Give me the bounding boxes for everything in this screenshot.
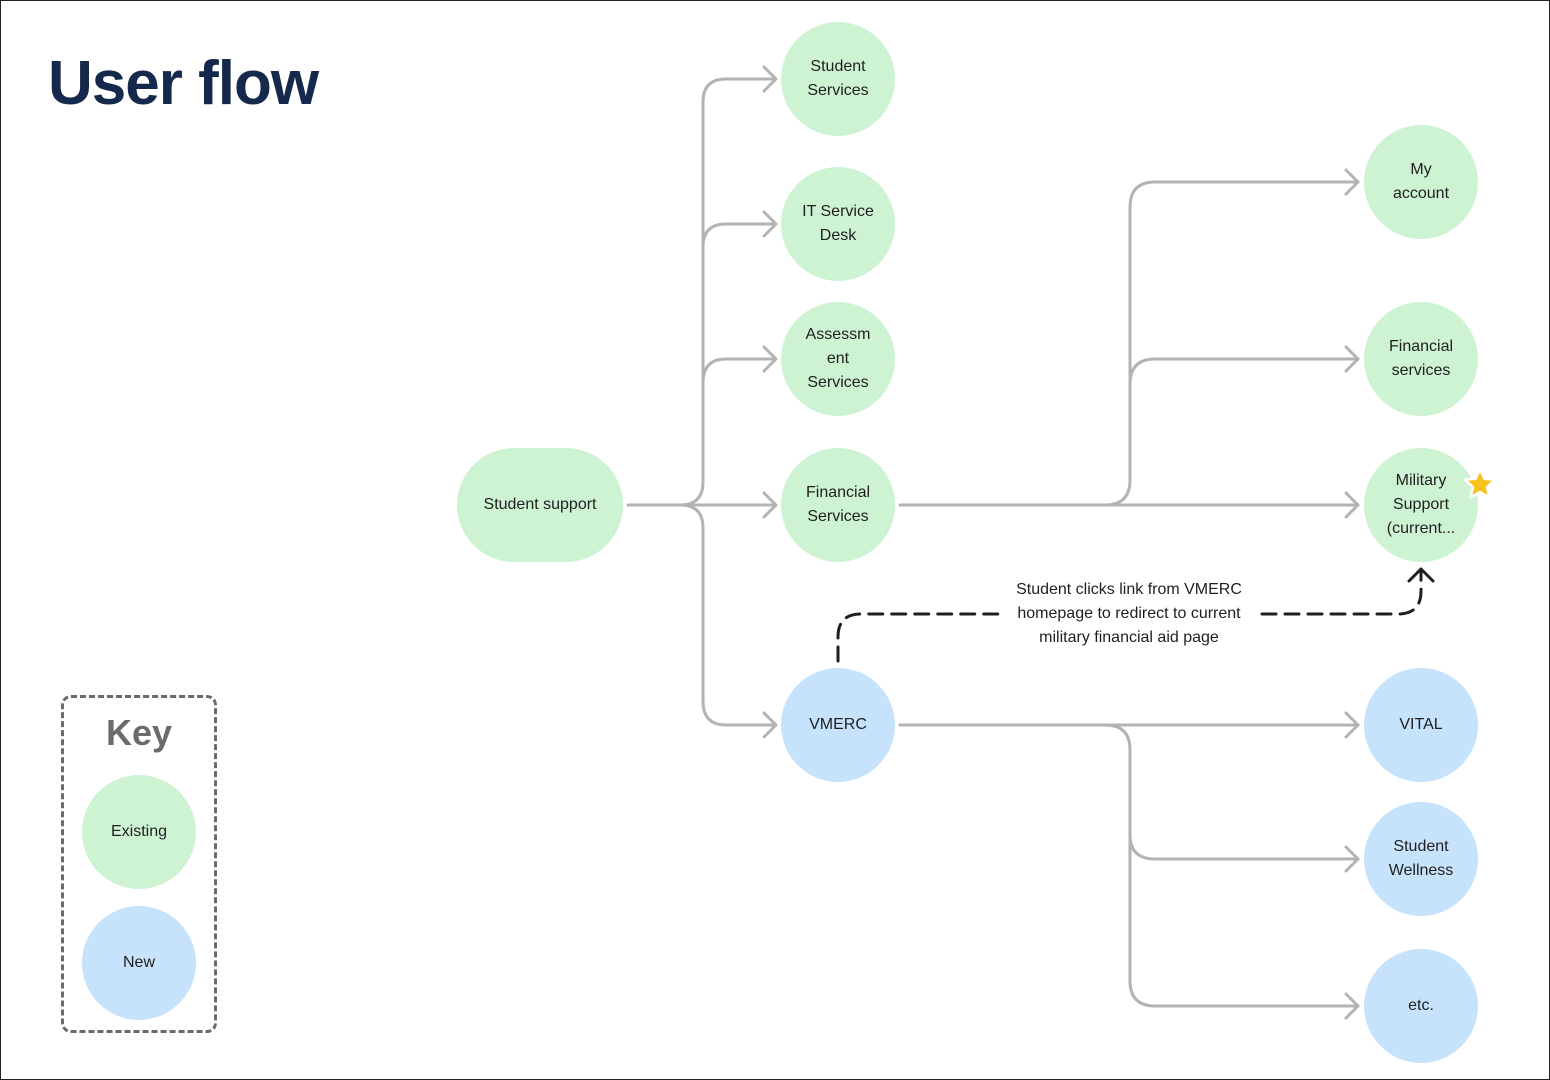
arrowhead [1344,491,1360,519]
connector-to-financial-services-2 [1128,357,1360,386]
connector-to-etc [1103,723,1360,1008]
arrowhead [1344,168,1360,196]
connector-to-my-account [1103,180,1360,507]
page-title: User flow [48,49,319,118]
arrowhead [762,345,778,373]
star-icon [1463,467,1497,499]
node-student-services[interactable]: Student Services [781,22,895,136]
node-label: VMERC [809,716,867,733]
legend-title: Key [105,712,173,753]
connector-to-assessment-services [701,357,776,385]
node-label: Student Wellness [1388,838,1454,879]
arrowhead [762,491,778,519]
arrowhead [1344,345,1360,373]
legend-new: New [82,906,196,1020]
node-student-wellness[interactable]: Student Wellness [1364,802,1478,916]
connector-to-student-wellness [1128,833,1360,861]
node-label: Student Services [807,58,869,99]
node-label: Financial services [1388,338,1454,379]
arrowhead [1344,992,1360,1020]
arrowhead [762,711,778,739]
arrowhead [762,65,778,93]
node-vital[interactable]: VITAL [1364,668,1478,782]
redirect-annotation: Student clicks link from VMERC homepage … [1016,581,1242,646]
node-etc[interactable]: etc. [1364,949,1478,1063]
node-it-service-desk[interactable]: IT Service Desk [781,167,895,281]
node-assessment-services[interactable]: Assessm ent Services [781,302,895,416]
node-my-account[interactable]: My account [1364,125,1478,239]
arrowhead [762,210,778,238]
node-label: My account [1392,161,1450,202]
dashed-redirect-line [1260,569,1423,616]
dashed-arrowhead [1407,567,1435,583]
connector-to-student-services [678,77,776,507]
node-label: VITAL [1399,716,1443,733]
legend-existing: Existing [82,775,196,889]
node-financial-services-detail[interactable]: Financial services [1364,302,1478,416]
node-label: Military Support (current... [1386,472,1456,537]
node-student-support[interactable]: Student support [457,448,623,562]
node-label: etc. [1408,997,1434,1014]
legend-label: Existing [110,823,168,840]
node-label: Financial Services [805,484,871,525]
node-label: Student support [483,496,597,513]
arrowhead [1344,711,1360,739]
legend-label: New [122,954,155,971]
node-label: IT Service Desk [802,203,874,244]
legend-box [61,695,217,1033]
node-label: Assessm ent Services [805,326,871,391]
node-financial-services[interactable]: Financial Services [781,448,895,562]
node-vmerc[interactable]: VMERC [781,668,895,782]
connector-to-vmerc [678,503,776,727]
node-military-support[interactable]: Military Support (current... [1364,448,1478,562]
connector-to-it-service-desk [701,222,776,249]
arrowhead [1344,845,1360,873]
dashed-redirect-line [836,612,1002,663]
